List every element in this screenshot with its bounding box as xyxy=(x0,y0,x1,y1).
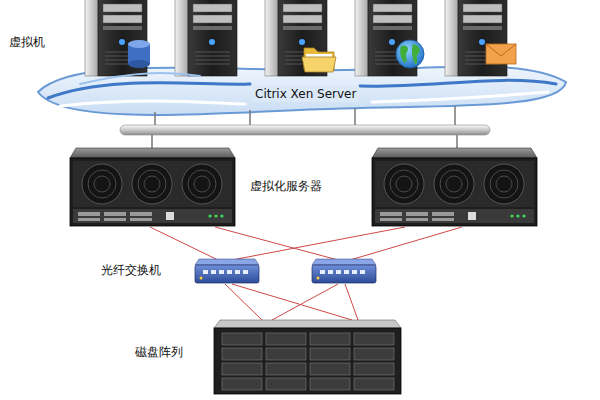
fiber-links xyxy=(150,227,462,320)
cloud-swirls xyxy=(48,73,556,106)
backbone-bar xyxy=(120,106,490,148)
database-icon xyxy=(128,40,150,68)
folder-icon xyxy=(302,48,336,72)
platform-label: Citrix Xen Server xyxy=(252,86,359,102)
storage-label: 磁盘阵列 xyxy=(132,344,186,360)
fiber-switches xyxy=(195,259,376,283)
virtual-machine-towers xyxy=(85,0,507,76)
vm-icons xyxy=(128,40,516,72)
disk-array xyxy=(214,320,401,394)
vm-label: 虚拟机 xyxy=(6,34,48,50)
switch-label: 光纤交换机 xyxy=(98,262,164,278)
virtualization-servers xyxy=(70,148,537,226)
globe-icon xyxy=(396,40,424,68)
envelope-icon xyxy=(486,44,516,64)
server-label: 虚拟化服务器 xyxy=(247,178,325,194)
